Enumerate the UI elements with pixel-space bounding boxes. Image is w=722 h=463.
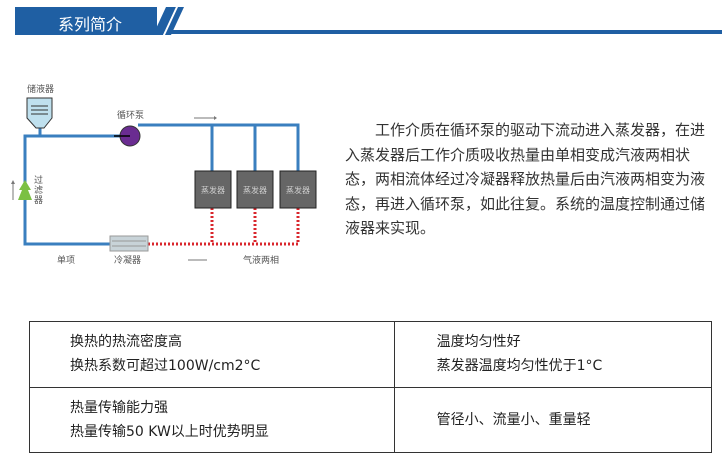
svg-text:蒸发器: 蒸发器 bbox=[286, 185, 310, 195]
single-phase-label: 单项 bbox=[57, 254, 75, 266]
section-title: 系列简介 bbox=[58, 15, 123, 34]
filter-label: 过滤器 bbox=[34, 176, 44, 206]
two-phase-label: 气液两相 bbox=[243, 254, 279, 266]
feature-cell: 换热的热流密度高换热系数可超过100W/cm2°C bbox=[29, 321, 395, 388]
svg-text:蒸发器: 蒸发器 bbox=[243, 185, 267, 195]
section-header: 系列简介 bbox=[15, 7, 157, 35]
filter-icon bbox=[18, 180, 32, 200]
pump-label: 循环泵 bbox=[117, 109, 144, 121]
feature-cell: 管径小、流量小、重量轻 bbox=[393, 386, 713, 453]
evaporator-1: 蒸发器 bbox=[194, 170, 232, 209]
reservoir-icon bbox=[26, 97, 53, 129]
features-table: 换热的热流密度高换热系数可超过100W/cm2°C 温度均匀性好蒸发器温度均匀性… bbox=[29, 321, 713, 453]
evaporator-2: 蒸发器 bbox=[236, 170, 274, 209]
svg-text:蒸发器: 蒸发器 bbox=[201, 185, 225, 195]
condenser-icon bbox=[109, 235, 149, 252]
evaporator-3: 蒸发器 bbox=[279, 170, 317, 209]
two-phase-pipes bbox=[148, 208, 300, 246]
liquid-pipes bbox=[23, 123, 300, 246]
feature-cell: 热量传输能力强热量传输50 KW以上时优势明显 bbox=[29, 386, 395, 453]
evaporators: 蒸发器 蒸发器 蒸发器 bbox=[194, 170, 317, 209]
header-rule bbox=[165, 30, 722, 34]
condenser-label: 冷凝器 bbox=[114, 254, 141, 266]
header-slashes bbox=[153, 7, 184, 35]
system-diagram: 储液器 循环泵 蒸发器 蒸发器 蒸发器 单项 冷凝器 气液两相 bbox=[11, 7, 317, 266]
feature-cell: 温度均匀性好蒸发器温度均匀性优于1°C bbox=[393, 321, 713, 388]
reservoir-label: 储液器 bbox=[27, 83, 54, 95]
description-text: 工作介质在循环泵的驱动下流动进入蒸发器，在进入蒸发器后工作介质吸收热量由单相变成… bbox=[345, 121, 706, 237]
